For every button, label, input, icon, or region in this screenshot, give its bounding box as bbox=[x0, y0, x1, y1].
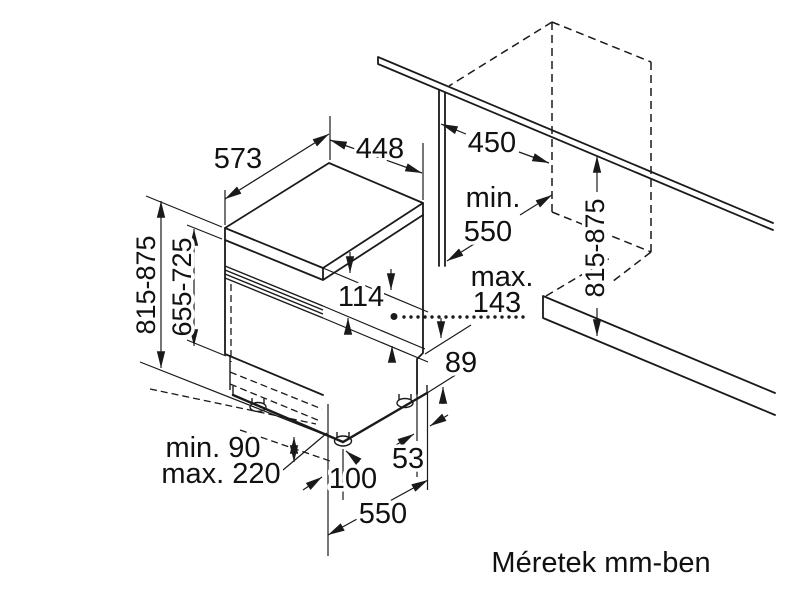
top-rim bbox=[224, 202, 424, 281]
label-handle-clearance-value: 143 bbox=[473, 287, 521, 319]
label-rear-foot-offset: 53 bbox=[392, 443, 424, 475]
label-plinth-min: min. 90 bbox=[165, 432, 260, 464]
bottom-extension-lines bbox=[327, 393, 429, 556]
label-unit-depth: 573 bbox=[214, 143, 262, 175]
kitchen-cabinet-niche bbox=[377, 21, 776, 416]
niche-dashed-outline bbox=[448, 21, 652, 297]
dim-line-unit-depth bbox=[224, 133, 330, 200]
label-niche-depth-value: 550 bbox=[464, 216, 512, 248]
label-front-foot-offset: 100 bbox=[329, 463, 377, 495]
plinth-range-dashed bbox=[149, 388, 331, 462]
dishwasher-unit bbox=[149, 162, 429, 462]
label-unit-width: 448 bbox=[356, 133, 404, 165]
dim-line-niche-width bbox=[518, 151, 550, 164]
handle-reference-dotted-line bbox=[390, 313, 525, 320]
cabinet-side-wall bbox=[438, 89, 446, 267]
dim-line-front-foot bbox=[345, 450, 362, 466]
caption-units: Méretek mm-ben bbox=[491, 547, 710, 579]
worktop-lines bbox=[377, 56, 774, 231]
plinth-dashed-lines bbox=[229, 284, 323, 422]
label-unit-height: 815-875 bbox=[131, 235, 161, 334]
right-side-edge bbox=[416, 214, 424, 395]
label-base-depth: 550 bbox=[359, 498, 407, 530]
label-handle-clearance-prefix: max. bbox=[471, 261, 534, 293]
panel-extension-lines bbox=[322, 267, 429, 363]
dimension-labels: 573 448 450 min. 550 815-875 815-875 655… bbox=[128, 124, 715, 583]
label-door-height: 655-725 bbox=[167, 237, 197, 336]
adjustable-foot-left bbox=[249, 398, 267, 413]
base-corners bbox=[229, 355, 428, 395]
dimension-annotations bbox=[139, 116, 602, 556]
label-niche-height: 815-875 bbox=[580, 198, 610, 297]
control-panel-stripes bbox=[224, 265, 324, 319]
label-niche-depth-prefix: min. bbox=[466, 182, 521, 214]
dim-line-rear-foot bbox=[429, 413, 449, 427]
adjustable-foot-front bbox=[333, 432, 353, 447]
dim-line-niche-depth bbox=[519, 194, 553, 216]
adjustable-foot-right bbox=[396, 394, 414, 409]
label-base-clearance: 89 bbox=[445, 347, 477, 379]
label-niche-width: 450 bbox=[468, 127, 516, 159]
label-control-panel-height: 114 bbox=[338, 281, 384, 313]
cabinet-plinth bbox=[542, 295, 776, 416]
dim-line-base-depth bbox=[327, 479, 429, 536]
label-plinth-max: max. 220 bbox=[161, 458, 280, 490]
dim-line-unit-width bbox=[329, 139, 423, 174]
door-outline bbox=[224, 239, 324, 396]
